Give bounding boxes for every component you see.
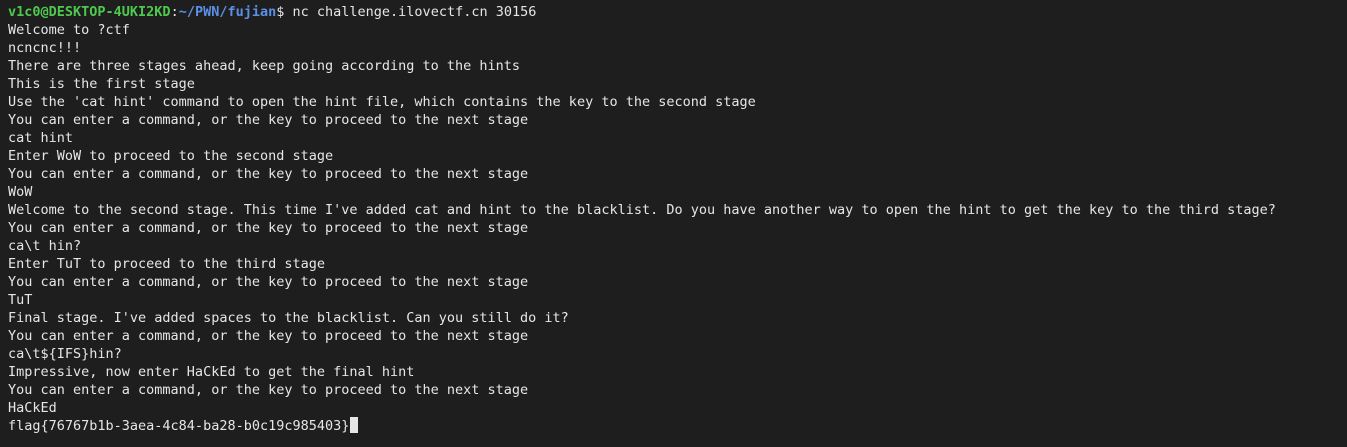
prompt-line: v1c0@DESKTOP-4UKI2KD:~/PWN/fujian$ nc ch… (8, 3, 1347, 21)
output-line: Welcome to ?ctf (8, 22, 130, 38)
output-line: Use the 'cat hint' command to open the h… (8, 94, 756, 110)
output-line: You can enter a command, or the key to p… (8, 166, 529, 182)
output-line: You can enter a command, or the key to p… (8, 274, 529, 290)
terminal-cursor[interactable] (350, 417, 359, 433)
output-line: ca\t${IFS}hin? (8, 346, 122, 362)
output-line: Impressive, now enter HaCkEd to get the … (8, 364, 415, 380)
output-line: Enter WoW to proceed to the second stage (8, 148, 334, 164)
output-line: You can enter a command, or the key to p… (8, 220, 529, 236)
flag-text: flag{76767b1b-3aea-4c84-ba28-b0c19c98540… (8, 418, 350, 434)
prompt-user-host: v1c0@DESKTOP-4UKI2KD (8, 4, 171, 20)
output-line: Enter TuT to proceed to the third stage (8, 256, 325, 272)
output-line: You can enter a command, or the key to p… (8, 328, 529, 344)
prompt-separator: : (170, 4, 179, 20)
output-line: HaCkEd (8, 400, 57, 416)
output-line: WoW (8, 184, 33, 200)
output-line: This is the first stage (8, 76, 195, 92)
output-line: ca\t hin? (8, 238, 82, 254)
prompt-dollar: $ (276, 4, 285, 20)
output-line: You can enter a command, or the key to p… (8, 112, 529, 128)
prompt-command: nc challenge.ilovectf.cn 30156 (284, 4, 537, 20)
prompt-path: ~/PWN/fujian (178, 4, 277, 20)
output-line: You can enter a command, or the key to p… (8, 382, 529, 398)
output-line: cat hint (8, 130, 74, 146)
output-line: ncncnc!!! (8, 40, 82, 56)
output-line: TuT (8, 292, 33, 308)
flag-line: flag{76767b1b-3aea-4c84-ba28-b0c19c98540… (8, 417, 1347, 435)
output-line: Final stage. I've added spaces to the bl… (8, 310, 569, 326)
output-line: Welcome to the second stage. This time I… (8, 202, 1276, 218)
output-line: There are three stages ahead, keep going… (8, 58, 521, 74)
